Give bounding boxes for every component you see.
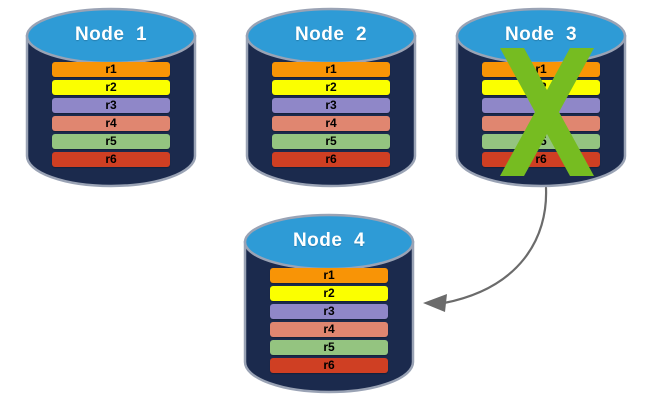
row-bar[interactable]: r4: [52, 116, 170, 131]
row-bar[interactable]: r4: [270, 322, 388, 337]
node-3[interactable]: Node 3 r1 r2 r3 r4 r5 r6: [455, 6, 627, 188]
row-bar[interactable]: r3: [482, 98, 600, 113]
node-4[interactable]: Node 4 r1 r2 r3 r4 r5 r6: [243, 212, 415, 394]
row-bar[interactable]: r6: [52, 152, 170, 167]
row-bar[interactable]: r1: [482, 62, 600, 77]
row-bar[interactable]: r1: [52, 62, 170, 77]
node-1-rows: r1 r2 r3 r4 r5 r6: [52, 62, 170, 167]
row-bar[interactable]: r4: [272, 116, 390, 131]
row-bar[interactable]: r2: [52, 80, 170, 95]
node-2[interactable]: Node 2 r1 r2 r3 r4 r5 r6: [245, 6, 417, 188]
node-4-rows: r1 r2 r3 r4 r5 r6: [270, 268, 388, 373]
row-bar[interactable]: r4: [482, 116, 600, 131]
row-bar[interactable]: r2: [482, 80, 600, 95]
node-3-rows: r1 r2 r3 r4 r5 r6: [482, 62, 600, 167]
node-1[interactable]: Node 1 r1 r2 r3 r4 r5 r6: [25, 6, 197, 188]
row-bar[interactable]: r5: [270, 340, 388, 355]
row-bar[interactable]: r2: [272, 80, 390, 95]
row-bar[interactable]: r5: [482, 134, 600, 149]
row-bar[interactable]: r1: [272, 62, 390, 77]
row-bar[interactable]: r6: [272, 152, 390, 167]
row-bar[interactable]: r6: [482, 152, 600, 167]
row-bar[interactable]: r3: [272, 98, 390, 113]
row-bar[interactable]: r2: [270, 286, 388, 301]
row-bar[interactable]: r5: [272, 134, 390, 149]
row-bar[interactable]: r3: [52, 98, 170, 113]
row-bar[interactable]: r3: [270, 304, 388, 319]
row-bar[interactable]: r1: [270, 268, 388, 283]
node-2-rows: r1 r2 r3 r4 r5 r6: [272, 62, 390, 167]
row-bar[interactable]: r6: [270, 358, 388, 373]
row-bar[interactable]: r5: [52, 134, 170, 149]
